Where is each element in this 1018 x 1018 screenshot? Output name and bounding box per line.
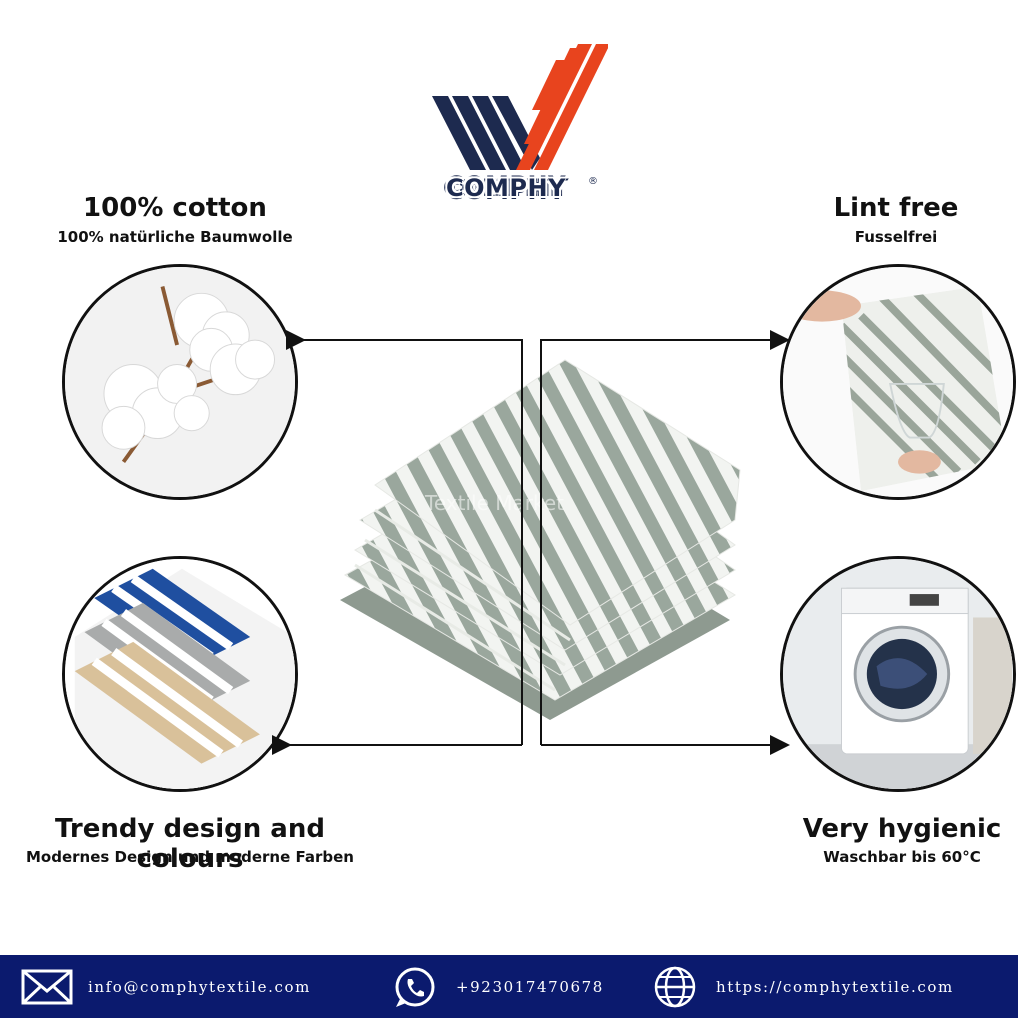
website-text: https://comphytextile.com [716, 977, 954, 996]
lint-free-image [780, 264, 1016, 500]
email-text: info@comphytextile.com [88, 977, 311, 996]
cotton-title: 100% cotton [83, 193, 267, 223]
washing-machine-image [780, 556, 1016, 792]
cotton-subtitle: 100% natürliche Baumwolle [57, 228, 293, 246]
watermark-text: Textile Market [424, 491, 564, 515]
hygienic-subtitle: Waschbar bis 60°C [823, 848, 981, 866]
logo-wordmark: COMPHY [446, 174, 566, 202]
hygienic-title: Very hygienic [802, 814, 1002, 844]
cotton-image [62, 264, 298, 500]
email-contact[interactable]: info@comphytextile.com [20, 955, 311, 1018]
whatsapp-icon [395, 967, 435, 1007]
design-title: Trendy design and colours [55, 814, 325, 874]
phone-text: +923017470678 [456, 977, 604, 996]
phone-contact[interactable]: +923017470678 [388, 955, 604, 1018]
design-image [62, 556, 298, 792]
lint-subtitle: Fusselfrei [854, 228, 938, 246]
contact-footer: info@comphytextile.com +923017470678 htt… [0, 955, 1018, 1018]
registered-mark: ® [588, 176, 598, 187]
brand-logo: COMPHY ® [428, 40, 610, 215]
envelope-icon [21, 969, 73, 1004]
product-image: Textile Market [330, 320, 750, 720]
lint-title: Lint free [833, 193, 959, 223]
website-contact[interactable]: https://comphytextile.com [648, 955, 954, 1018]
logo-stripes [432, 44, 610, 170]
globe-icon [654, 966, 696, 1007]
design-subtitle: Modernes Design und moderne Farben [26, 848, 354, 866]
